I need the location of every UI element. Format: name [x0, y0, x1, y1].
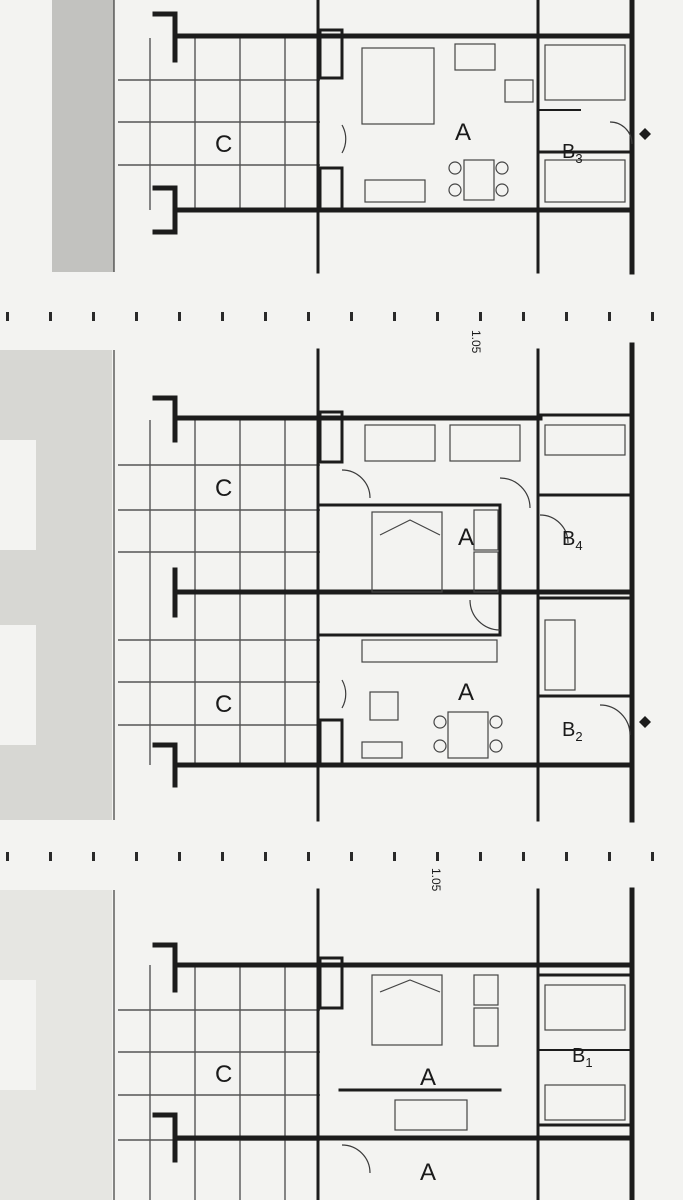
break-dash [479, 312, 482, 321]
break-dash [565, 312, 568, 321]
break-dash [436, 312, 439, 321]
sofa [364, 179, 426, 203]
door-swings [341, 121, 633, 1174]
break-dash [350, 312, 353, 321]
sofa [361, 639, 498, 663]
break-dash [608, 312, 611, 321]
break-dash [522, 312, 525, 321]
room-label-b2: B2 [562, 719, 583, 744]
break-dash [92, 312, 95, 321]
exterior-hatch [0, 0, 114, 1200]
room-label-a: A [420, 1064, 436, 1091]
walls [113, 0, 635, 1200]
room-label-c: C [215, 131, 232, 158]
room-label-c: C [215, 1061, 232, 1088]
dining-table [447, 711, 489, 759]
bathroom-fixtures [544, 44, 626, 101]
break-dash [135, 852, 138, 861]
break-dash [49, 852, 52, 861]
break-dash [92, 852, 95, 861]
break-dash [393, 312, 396, 321]
tile-grid-bottom [118, 965, 320, 1200]
furniture [361, 43, 626, 1131]
break-dash [479, 852, 482, 861]
dimension-label: 1.05 [429, 868, 443, 892]
room-label-a: A [458, 679, 474, 706]
break-dash [221, 312, 224, 321]
armchair [369, 691, 399, 721]
break-dash [6, 312, 9, 321]
bed [361, 47, 435, 125]
break-dash [436, 852, 439, 861]
room-label-b1: B1 [572, 1045, 593, 1070]
bathtub [544, 619, 576, 691]
break-dash [264, 312, 267, 321]
room-label-a: A [455, 119, 471, 146]
dining-table [463, 159, 495, 201]
tile-grid-top [118, 38, 320, 210]
break-dash [608, 852, 611, 861]
break-dash [307, 852, 310, 861]
room-label-b4: B4 [562, 528, 583, 553]
room-label-c: C [215, 691, 232, 718]
break-dash [178, 852, 181, 861]
room-label-c: C [215, 475, 232, 502]
break-dash [350, 852, 353, 861]
room-label-a: A [458, 524, 474, 551]
entry-markers [639, 128, 651, 728]
break-dash [522, 852, 525, 861]
break-dash [221, 852, 224, 861]
break-dash [264, 852, 267, 861]
room-label-b3: B3 [562, 141, 583, 166]
break-dash [49, 312, 52, 321]
break-dash [6, 852, 9, 861]
room-label-a: A [420, 1159, 436, 1186]
section-break-lines [6, 312, 654, 861]
dimension-label: 1.05 [469, 330, 483, 354]
break-dash [565, 852, 568, 861]
break-dash [307, 312, 310, 321]
break-dash [651, 312, 654, 321]
break-dash [393, 852, 396, 861]
break-dash [651, 852, 654, 861]
bed-double [371, 974, 443, 1046]
break-dash [135, 312, 138, 321]
break-dash [178, 312, 181, 321]
bed-double [371, 511, 443, 593]
